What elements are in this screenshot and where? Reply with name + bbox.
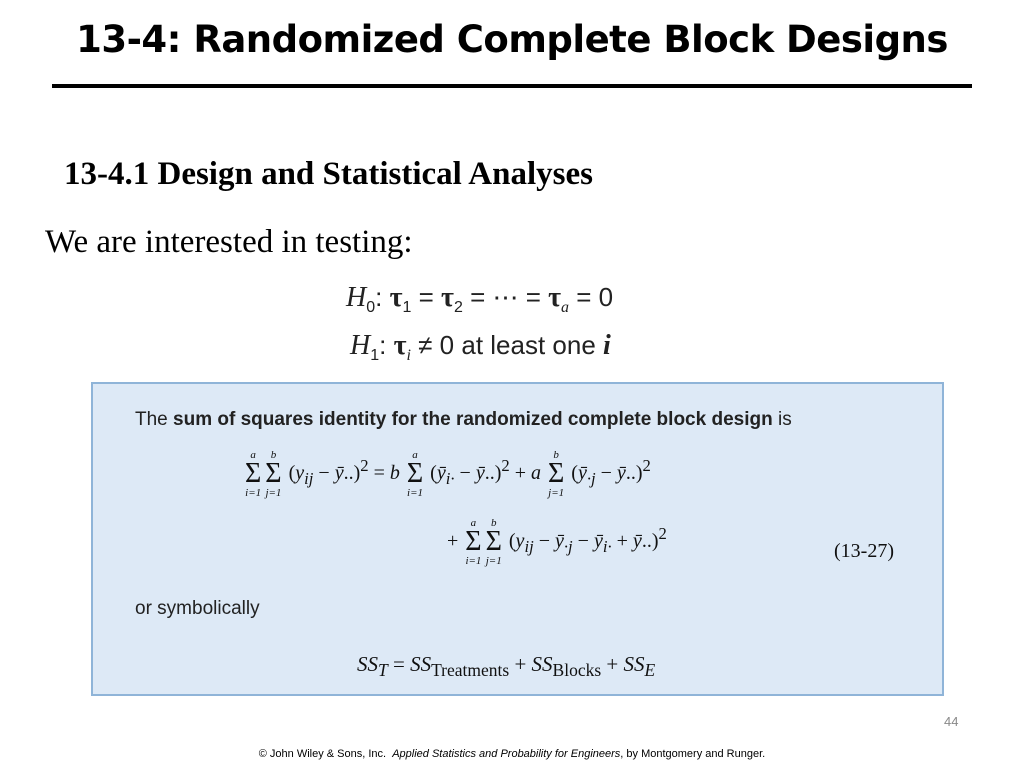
ss-symbolic-equation: SST = SSTreatments + SSBlocks + SSE — [357, 652, 656, 681]
alt-hypothesis-text: at least one — [461, 330, 596, 360]
section-heading: 13-4.1 Design and Statistical Analyses — [64, 156, 593, 192]
box-intro-bold: sum of squares identity for the randomiz… — [173, 409, 773, 430]
slide-title: 13-4: Randomized Complete Block Designs — [76, 18, 948, 61]
page-number: 44 — [944, 714, 959, 729]
equation-number: (13-27) — [834, 540, 894, 562]
definition-box: The sum of squares identity for the rand… — [91, 382, 944, 696]
box-intro: The sum of squares identity for the rand… — [135, 409, 792, 431]
footer: © John Wiley & Sons, Inc. Applied Statis… — [0, 748, 1024, 760]
or-symbolically: or symbolically — [135, 598, 260, 619]
footer-book-title: Applied Statistics and Probability for E… — [392, 748, 621, 760]
alternative-hypothesis: H1: τi ≠ 0 at least one i — [350, 330, 611, 365]
box-intro-post: is — [772, 409, 792, 430]
footer-copyright: © John Wiley & Sons, Inc. — [258, 748, 387, 760]
intro-text: We are interested in testing: — [45, 224, 413, 260]
title-underline — [52, 84, 972, 88]
footer-authors: , by Montgomery and Runger. — [620, 748, 766, 760]
box-intro-pre: The — [135, 409, 174, 430]
null-hypothesis: H0: τ1 = τ2 = ⋯ = τa = 0 — [346, 282, 614, 317]
